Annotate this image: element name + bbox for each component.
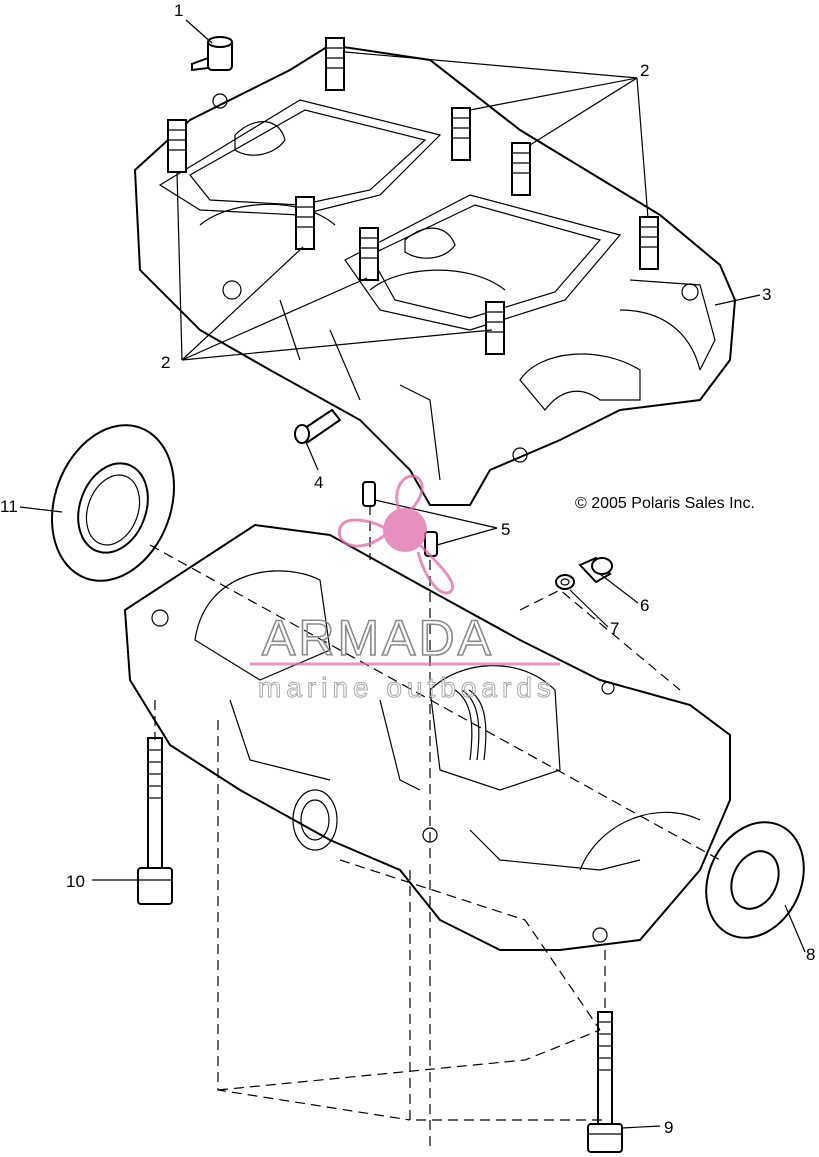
dowel-pins xyxy=(362,481,438,557)
callout-3: 3 xyxy=(762,285,771,304)
stud-6 xyxy=(295,196,315,250)
callout-11: 11 xyxy=(0,497,18,516)
long-bolt-bottom xyxy=(587,1011,623,1153)
watermark: ARMADA marine outboards xyxy=(250,474,560,704)
stud-2 xyxy=(451,107,471,161)
copyright-notice: © 2005 Polaris Sales Inc. xyxy=(575,495,755,512)
upper-crankcase xyxy=(133,43,737,506)
locating-pin xyxy=(294,408,342,444)
elbow-fitting xyxy=(191,36,233,72)
callout-1: 1 xyxy=(174,1,183,20)
callout-10: 10 xyxy=(66,872,85,891)
watermark-logo-icon xyxy=(337,474,455,595)
stud-3 xyxy=(511,142,531,196)
leader-lines xyxy=(19,19,806,1129)
lower-crankcase xyxy=(123,523,731,951)
callout-2-top: 2 xyxy=(640,61,649,80)
seal-small xyxy=(705,821,805,939)
callout-8: 8 xyxy=(806,945,815,964)
long-bolt-left xyxy=(137,737,173,905)
callout-4: 4 xyxy=(314,473,323,492)
flange-bolt-small xyxy=(578,556,613,584)
callout-9: 9 xyxy=(664,1118,673,1137)
seal-large xyxy=(51,424,175,582)
cylinder-studs xyxy=(167,37,659,355)
stud-5 xyxy=(167,119,187,173)
watermark-tagline: marine outboards xyxy=(258,672,556,703)
watermark-brand: ARMADA xyxy=(262,610,494,666)
stud-8 xyxy=(485,301,505,355)
alignment-lines xyxy=(149,505,721,1150)
callout-2-bottom: 2 xyxy=(161,353,170,372)
callout-7: 7 xyxy=(610,619,619,638)
washer xyxy=(555,574,575,590)
stud-7 xyxy=(359,227,379,281)
stud-1 xyxy=(325,37,345,91)
callout-6: 6 xyxy=(640,596,649,615)
stud-4 xyxy=(639,216,659,270)
callout-5: 5 xyxy=(501,520,510,539)
